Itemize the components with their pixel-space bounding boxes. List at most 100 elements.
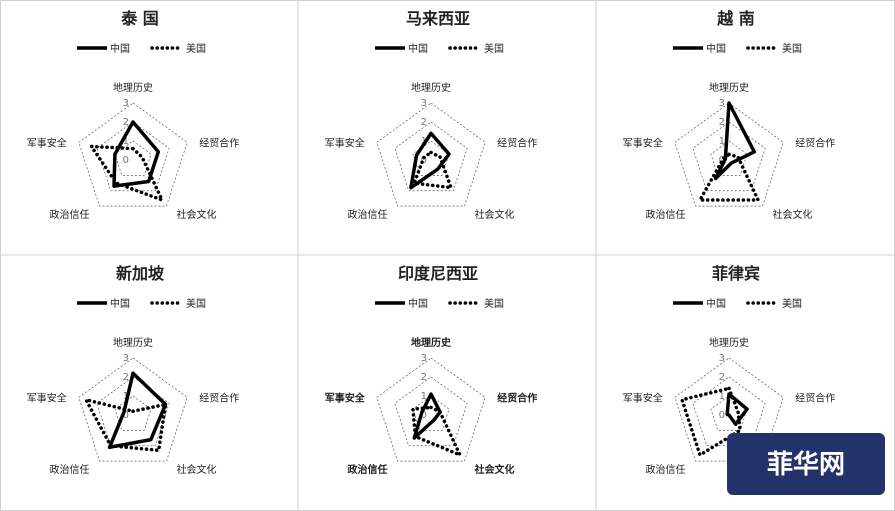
tick-label: 3 — [123, 353, 129, 364]
tick-label: 2 — [123, 372, 129, 383]
series-china — [107, 371, 168, 450]
grid-ring — [96, 121, 170, 192]
axis-label: 军事安全 — [623, 391, 663, 404]
legend-label-usa: 美国 — [186, 297, 206, 310]
tick-label: 0 — [421, 155, 427, 166]
tick-label: 0 — [421, 410, 427, 421]
legend: 中国美国 — [77, 42, 206, 55]
legend-label-china: 中国 — [408, 42, 428, 55]
tick-label: 1 — [421, 391, 427, 402]
tick-label: 1 — [719, 136, 725, 147]
legend-label-china: 中国 — [408, 297, 428, 310]
radar-panel: 越 南中国美国地理历史经贸合作社会文化政治信任军事安全0123 — [623, 9, 835, 221]
axis-label: 经贸合作 — [795, 391, 835, 404]
axis-label: 地理历史 — [709, 81, 749, 94]
legend-label-usa: 美国 — [782, 42, 802, 55]
legend: 中国美国 — [375, 297, 504, 310]
tick-label: 2 — [421, 372, 427, 383]
axis-label: 政治信任 — [49, 208, 89, 221]
radar-panel: 印度尼西亚中国美国地理历史经贸合作社会文化 政治信任 军事安全 0 1 2 3 — [325, 264, 537, 476]
legend-label-usa: 美国 — [186, 42, 206, 55]
grid-ring — [710, 140, 748, 176]
axis-label: 地理历史 — [709, 336, 749, 349]
panel-title: 马来西亚 — [406, 9, 470, 28]
axis-label: 军事安全 — [27, 136, 67, 149]
axis-label: 地理历史 — [411, 336, 452, 349]
axis-label: 政治信任 — [49, 463, 89, 476]
grid-ring — [376, 102, 486, 207]
radar-panel: 新加坡中国美国地理历史经贸合作社会文化政治信任军事安全0123 — [27, 264, 239, 476]
tick-label: 3 — [719, 98, 725, 109]
legend-label-china: 中国 — [706, 297, 726, 310]
axis-label: 地理历史 — [113, 336, 153, 349]
series-china — [725, 392, 749, 426]
series-usa — [89, 144, 164, 202]
tick-label: 3 — [719, 353, 725, 364]
series-usa — [680, 386, 742, 457]
panel-title: 印度尼西亚 — [398, 264, 478, 283]
tick-label: 3 — [421, 353, 427, 364]
watermark-logo: 菲华网 — [727, 433, 885, 495]
grid-ring — [412, 395, 450, 431]
radar-panel: 泰 国中国美国地理历史经贸合作社会文化政治信任军事安全0123 — [27, 9, 239, 221]
panel-title: 新加坡 — [116, 264, 165, 283]
axis-label: 经贸合作 — [497, 391, 537, 404]
panel-title: 越 南 — [716, 9, 755, 28]
axis-label: 社会文化 — [474, 463, 515, 476]
series-china — [713, 101, 757, 181]
axis-label: 地理历史 — [113, 81, 153, 94]
legend-label-usa: 美国 — [484, 42, 504, 55]
watermark-background — [727, 433, 885, 495]
axis-label: 社会文化 — [177, 463, 217, 476]
tick-label: 3 — [123, 98, 129, 109]
tick-label: 0 — [719, 155, 725, 166]
legend: 中国 美国 — [673, 297, 802, 310]
radar-panel: 马来西亚中国美国地理历史经贸合作社会文化政治信任军事安全0123 — [325, 9, 537, 221]
axis-label: 政治信任 — [645, 208, 685, 221]
axis-label: 军事安全 — [27, 391, 67, 404]
series-china — [412, 392, 442, 440]
axis-label: 社会文化 — [475, 208, 515, 221]
tick-label: 1 — [719, 391, 725, 402]
legend: 中国 美国 — [375, 42, 504, 55]
axis-label: 社会文化 — [177, 208, 217, 221]
axis-label: 政治信任 — [347, 463, 387, 476]
grid-ring — [394, 121, 468, 192]
axis-label: 军事安全 — [325, 391, 366, 404]
series-usa — [412, 150, 453, 190]
series-china — [409, 131, 451, 190]
watermark-text: 菲华网 — [767, 449, 845, 480]
tick-label: 1 — [123, 136, 129, 147]
axis-label: 经贸合作 — [199, 136, 239, 149]
axis-label: 政治信任 — [645, 463, 685, 476]
axis-label: 经贸合作 — [199, 391, 239, 404]
series-usa — [698, 152, 760, 202]
axis-label: 军事安全 — [325, 136, 365, 149]
tick-label: 0 — [719, 410, 725, 421]
axis-label: 经贸合作 — [795, 136, 835, 149]
panel-title: 菲律宾 — [712, 264, 760, 283]
grid-ring — [692, 121, 766, 192]
grid-ring — [412, 140, 450, 176]
legend-label-usa: 美国 — [782, 297, 802, 310]
legend: 中国 美国 — [77, 297, 206, 310]
panel-title: 泰 国 — [120, 9, 159, 28]
grid-ring — [96, 376, 170, 447]
legend: 中国 美国 — [673, 42, 802, 55]
grid-ring — [78, 102, 188, 207]
series-usa — [411, 405, 462, 457]
series-usa — [84, 397, 168, 453]
grid-ring — [692, 376, 766, 447]
grid-ring — [710, 395, 748, 431]
tick-label: 2 — [421, 117, 427, 128]
tick-label: 2 — [719, 117, 725, 128]
axis-label: 政治信任 — [347, 208, 387, 221]
grid-ring — [394, 376, 468, 447]
legend-label-china: 中国 — [706, 42, 726, 55]
axis-label: 军事安全 — [623, 136, 663, 149]
legend-label-china: 中国 — [110, 297, 130, 310]
tick-label: 2 — [719, 372, 725, 383]
tick-label: 2 — [123, 117, 129, 128]
tick-label: 3 — [421, 98, 427, 109]
